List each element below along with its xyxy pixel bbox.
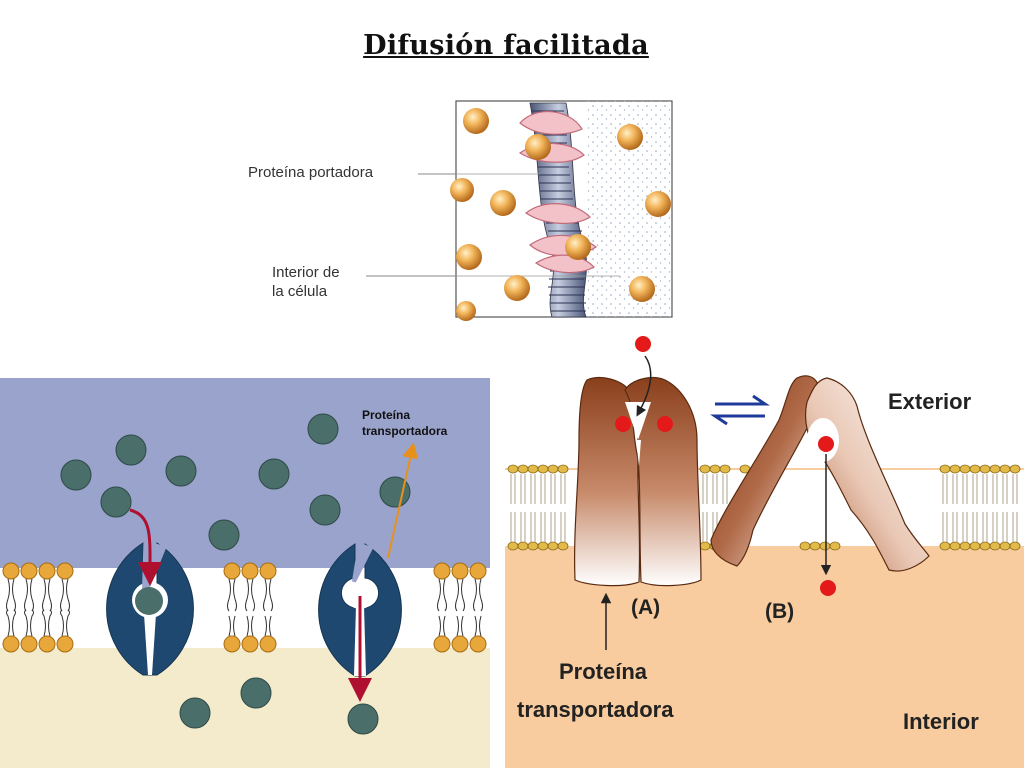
label-transport-protein-line1: Proteína bbox=[559, 659, 648, 684]
membrane-region bbox=[0, 568, 490, 648]
molecule bbox=[208, 519, 240, 551]
transporter-state-a bbox=[574, 377, 702, 587]
label-transport-protein-line2: transportadora bbox=[517, 697, 674, 722]
channel-protein-illustration: Proteína transportadora bbox=[0, 378, 490, 768]
label-interior-line1: Interior de bbox=[272, 264, 340, 281]
molecule bbox=[179, 697, 211, 729]
entry-arrow bbox=[636, 355, 652, 417]
molecule bbox=[463, 108, 489, 134]
molecule bbox=[347, 703, 379, 735]
transporter-states-illustration: Exterior Interior (A) (B) Proteína trans… bbox=[505, 330, 1024, 768]
solute-particle bbox=[635, 336, 651, 352]
molecule bbox=[60, 459, 92, 491]
molecule bbox=[309, 494, 341, 526]
molecule bbox=[258, 458, 290, 490]
solute-particle bbox=[820, 580, 836, 596]
teal-molecules bbox=[60, 413, 411, 735]
channel-protein-panel: Proteína transportadora bbox=[0, 378, 490, 768]
label-carrier-protein: Proteína portadora bbox=[248, 164, 374, 181]
carrier-protein-panel: Proteína portadora Interior de la célula bbox=[240, 95, 680, 340]
molecule bbox=[645, 191, 671, 217]
molecule-in-channel bbox=[135, 587, 163, 615]
molecule bbox=[565, 234, 591, 260]
solute-particle bbox=[657, 416, 673, 432]
orange-molecules bbox=[450, 108, 671, 321]
transporter-states-panel: Exterior Interior (A) (B) Proteína trans… bbox=[505, 330, 1024, 768]
diagram-title: Difusión facilitada bbox=[363, 30, 649, 61]
molecule bbox=[115, 434, 147, 466]
solute-particles bbox=[615, 336, 836, 596]
label-state-b: (B) bbox=[765, 600, 794, 623]
channel-protein-right bbox=[318, 542, 402, 677]
pointer-arrow bbox=[387, 442, 419, 559]
label-transport-protein-line1: Proteína bbox=[362, 408, 410, 422]
lipid-bilayer bbox=[2, 562, 487, 653]
label-interior-line2: la célula bbox=[272, 283, 328, 300]
molecule bbox=[379, 476, 411, 508]
entry-arrow bbox=[129, 508, 163, 586]
solute-particle bbox=[818, 436, 834, 452]
solute-particle bbox=[615, 416, 631, 432]
molecule bbox=[629, 276, 655, 302]
molecule bbox=[100, 486, 132, 518]
label-exterior: Exterior bbox=[888, 389, 972, 414]
molecule bbox=[307, 413, 339, 445]
molecule bbox=[456, 244, 482, 270]
molecule bbox=[450, 178, 474, 202]
molecule bbox=[165, 455, 197, 487]
molecule bbox=[525, 134, 551, 160]
label-transport-protein-line2: transportadora bbox=[362, 424, 448, 438]
molecule bbox=[490, 190, 516, 216]
molecule bbox=[240, 677, 272, 709]
molecule bbox=[617, 124, 643, 150]
equilibrium-arrows bbox=[710, 394, 770, 426]
label-state-a: (A) bbox=[631, 596, 660, 619]
molecule bbox=[456, 301, 476, 321]
interior-region bbox=[0, 648, 490, 768]
carrier-protein-illustration: Proteína portadora Interior de la célula bbox=[248, 100, 673, 321]
transporter-state-b bbox=[710, 375, 930, 572]
molecule bbox=[504, 275, 530, 301]
carrier-loop-top bbox=[519, 110, 583, 135]
label-interior: Interior bbox=[903, 709, 979, 734]
